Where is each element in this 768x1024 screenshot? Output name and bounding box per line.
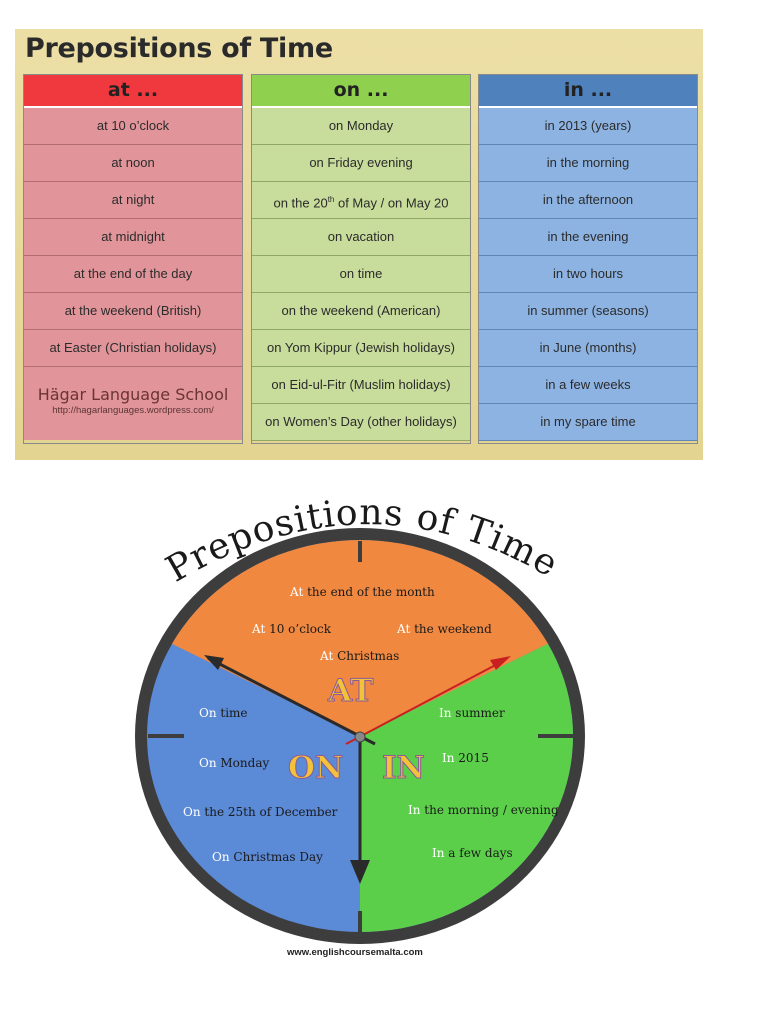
second-hand [345, 659, 506, 745]
on-item: On Christmas Day [212, 850, 323, 864]
at-row: at the weekend (British) [24, 293, 242, 330]
in-row: in my spare time [479, 404, 697, 441]
in-row: in June (months) [479, 330, 697, 367]
at-row: at Easter (Christian holidays) [24, 330, 242, 367]
column-at-header: at ... [24, 75, 242, 108]
in-item: In a few days [432, 846, 513, 860]
column-at: at ... at 10 o’clock at noon at night at… [23, 74, 243, 444]
school-credit: Hägar Language School http://hagarlangua… [24, 367, 242, 440]
in-row: in the morning [479, 145, 697, 182]
clock-face: Prepositions of Time [135, 492, 585, 944]
on-row: on Eid-ul-Fitr (Muslim holidays) [252, 367, 470, 404]
second-hand-tip [490, 656, 511, 670]
clock-center [354, 731, 366, 743]
in-row: in the evening [479, 219, 697, 256]
at-word: AT [327, 673, 374, 710]
column-in-header: in ... [479, 75, 697, 108]
at-item: At the weekend [397, 622, 492, 636]
at-row: at 10 o’clock [24, 108, 242, 145]
at-row: at noon [24, 145, 242, 182]
in-row: in 2013 (years) [479, 108, 697, 145]
on-word: ON [287, 750, 344, 787]
on-row: on Yom Kippur (Jewish holidays) [252, 330, 470, 367]
column-in: in ... in 2013 (years) in the morning in… [478, 74, 698, 444]
prepositions-chart: Prepositions of Time at ... at 10 o’cloc… [15, 29, 703, 460]
on-row: on Friday evening [252, 145, 470, 182]
column-on: on ... on Monday on Friday evening on th… [251, 74, 471, 444]
on-item: On the 25th of December [183, 805, 338, 819]
prepositions-clock: Prepositions of Time At the end of the m… [120, 488, 620, 968]
on-row: on vacation [252, 219, 470, 256]
chart-title: Prepositions of Time [25, 33, 333, 64]
in-item: In 2015 [442, 751, 489, 765]
minute-hand-tip [350, 860, 370, 884]
at-item: At Christmas [320, 649, 400, 663]
in-row: in a few weeks [479, 367, 697, 404]
on-item: On time [199, 706, 248, 720]
on-row: on Women’s Day (other holidays) [252, 404, 470, 441]
in-item: In the morning / evening [408, 803, 559, 817]
at-row: at the end of the day [24, 256, 242, 293]
school-name: Hägar Language School [37, 385, 229, 404]
column-on-header: on ... [252, 75, 470, 108]
on-row: on time [252, 256, 470, 293]
in-row: in summer (seasons) [479, 293, 697, 330]
on-row: on the weekend (American) [252, 293, 470, 330]
ordinal-suffix: th [327, 195, 335, 204]
at-item: At 10 o’clock [252, 622, 331, 636]
in-row: in two hours [479, 256, 697, 293]
at-row: at midnight [24, 219, 242, 256]
on-item: On Monday [199, 756, 270, 770]
at-row: at night [24, 182, 242, 219]
footer-url: www.englishcoursemalta.com [287, 947, 423, 958]
on-row: on the 20th of May / on May 20 [252, 182, 470, 219]
on-row: on Monday [252, 108, 470, 145]
hour-hand [207, 656, 376, 746]
school-url: http://hagarlanguages.wordpress.com/ [52, 405, 214, 416]
in-word: IN [382, 750, 426, 787]
in-row: in the afternoon [479, 182, 697, 219]
hour-hand-tip [204, 655, 224, 670]
in-item: In summer [439, 706, 505, 720]
at-item: At the end of the month [290, 585, 435, 599]
